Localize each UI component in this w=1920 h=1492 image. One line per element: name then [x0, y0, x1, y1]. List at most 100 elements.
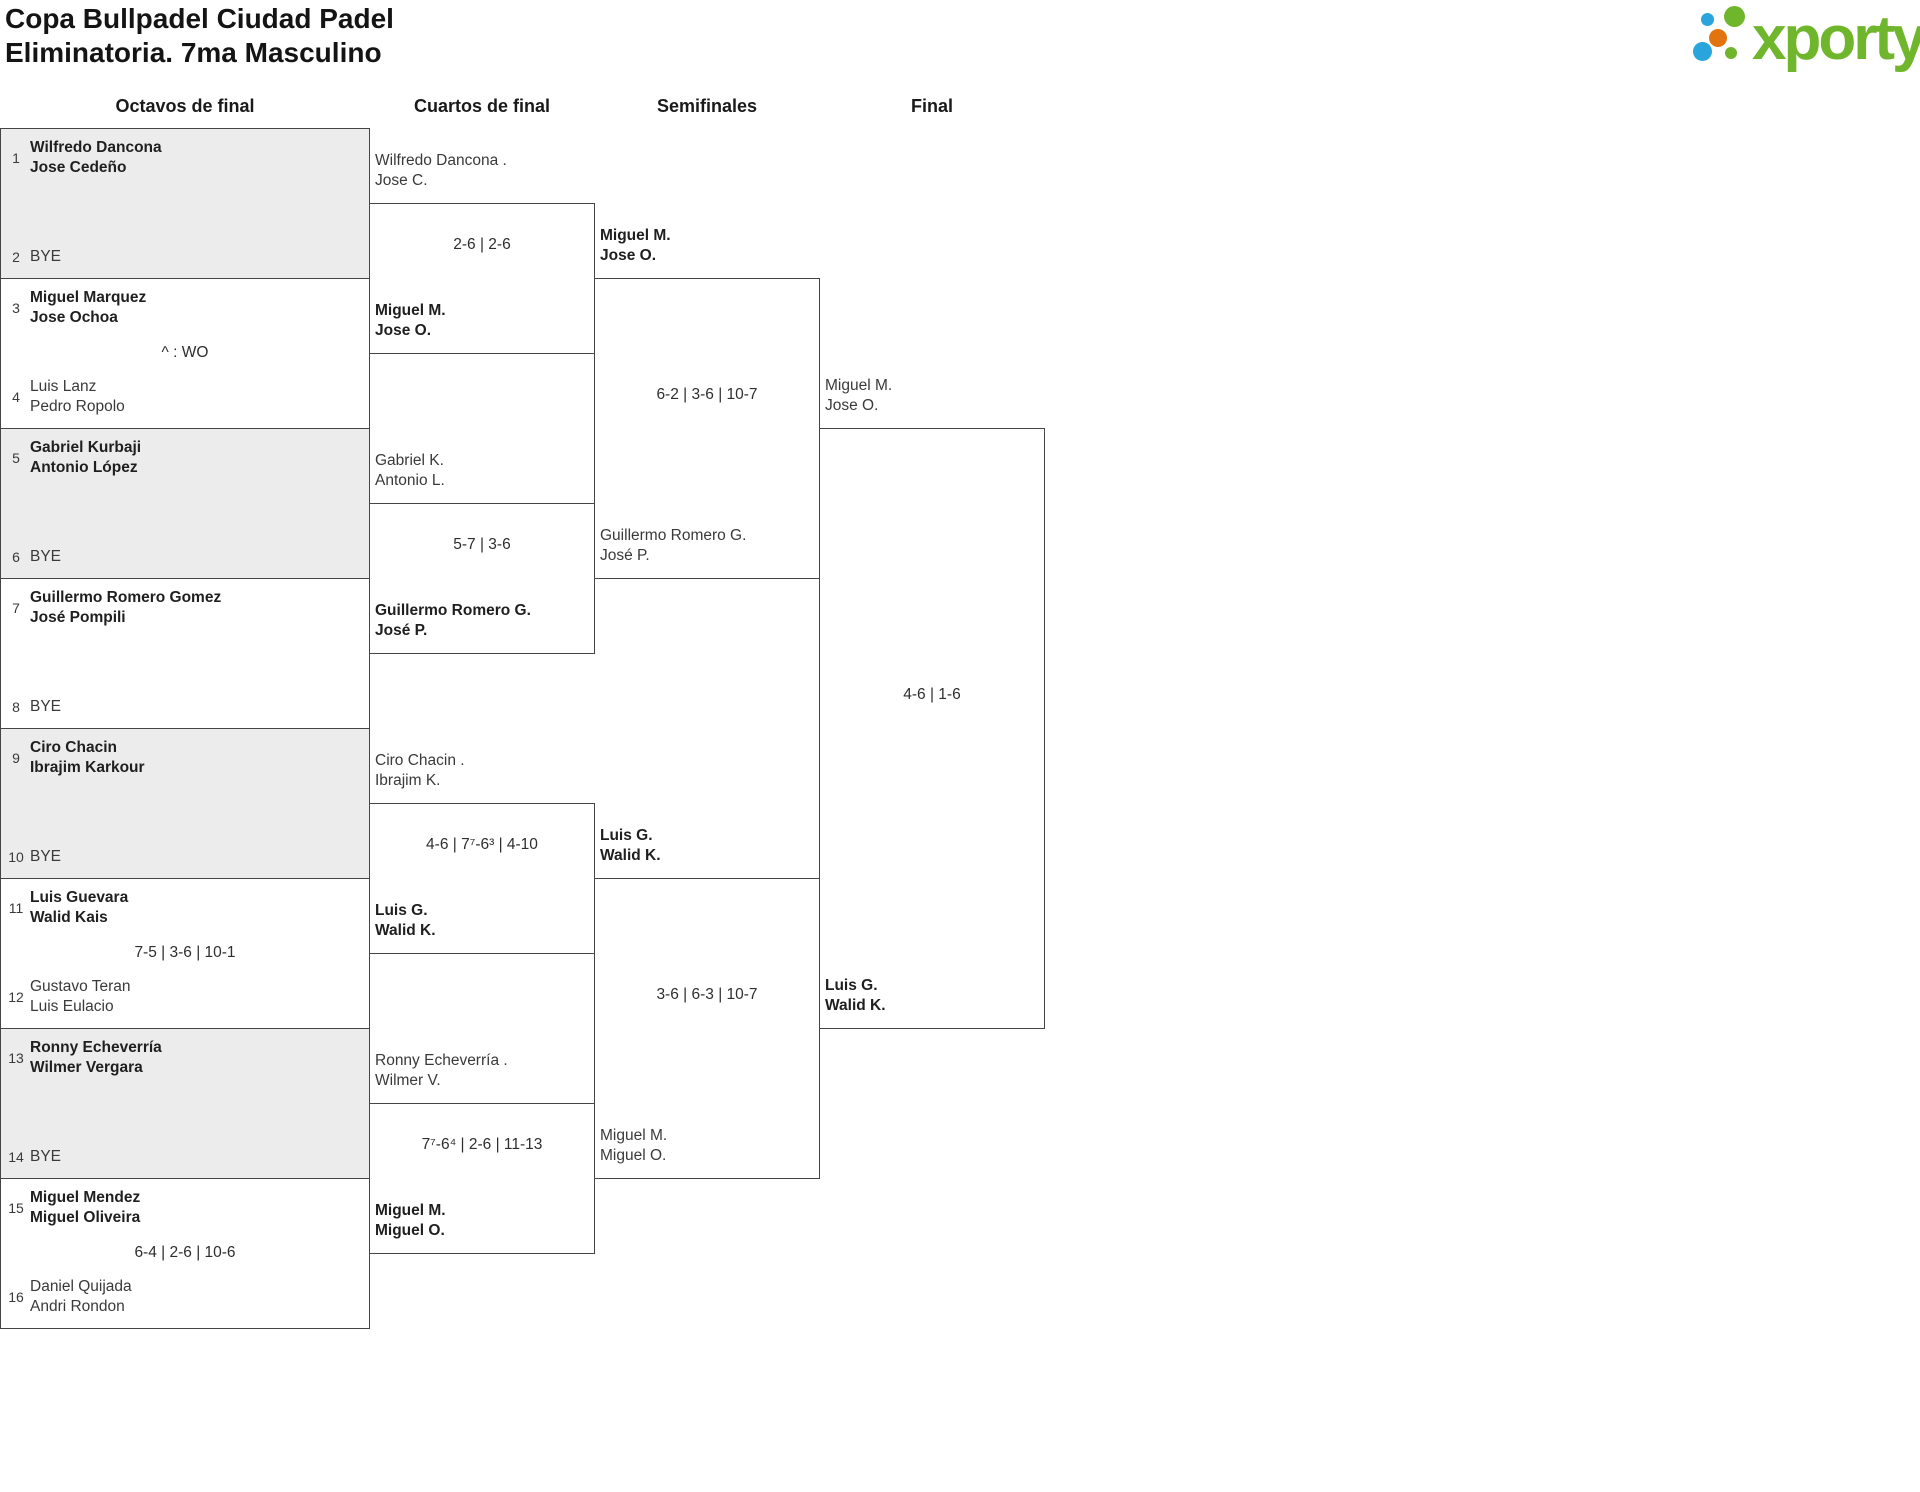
- semifinal-1-score: 6-2 | 3-6 | 10-7: [656, 386, 758, 403]
- semifinal-1-team-top: Miguel M.Jose O.: [600, 227, 671, 264]
- semifinal-2-box: [594, 878, 820, 1179]
- logo-dot-orange: [1709, 29, 1727, 47]
- page-title: Copa Bullpadel Ciudad Padel Eliminatoria…: [5, 2, 394, 70]
- seed-number: 2: [12, 249, 20, 265]
- slot-2: 2 BYE: [4, 247, 365, 267]
- slot-14: 14 BYE: [4, 1147, 365, 1167]
- team-name: BYE: [30, 848, 62, 865]
- cuartos-2-score: 5-7 | 3-6: [453, 536, 511, 553]
- seed-number: 11: [8, 900, 24, 916]
- cuartos-match-4-box: [369, 1103, 595, 1254]
- seed-number: 9: [12, 750, 20, 766]
- round-header-cuartos: Cuartos de final: [413, 96, 551, 116]
- final-team-bottom: Luis G.Walid K.: [825, 977, 886, 1014]
- team-name: BYE: [30, 698, 62, 715]
- seed-number: 15: [8, 1200, 24, 1216]
- seed-number: 5: [12, 450, 20, 466]
- cuartos-3-team-bottom: Luis G.Walid K.: [375, 902, 436, 939]
- team-name: BYE: [30, 548, 62, 565]
- final-box: [819, 428, 1045, 1029]
- category-name: Eliminatoria. 7ma Masculino: [5, 37, 382, 68]
- match-score: 6-4 | 2-6 | 10-6: [134, 1244, 236, 1261]
- semifinal-2-team-bottom: Miguel M.Miguel O.: [600, 1127, 668, 1164]
- cuartos-1-score: 2-6 | 2-6: [453, 236, 511, 253]
- logo-dot-green-large: [1724, 6, 1745, 27]
- semifinal-1-box: [594, 278, 820, 579]
- seed-number: 1: [12, 150, 20, 166]
- seed-number: 12: [8, 989, 24, 1005]
- seed-number: 7: [12, 600, 20, 616]
- match-score: ^ : WO: [161, 344, 209, 361]
- cuartos-3-score: 4-6 | 7⁷-6³ | 4-10: [426, 836, 538, 853]
- seed-number: 10: [8, 849, 24, 865]
- tournament-name: Copa Bullpadel Ciudad Padel: [5, 3, 394, 34]
- round-header-final: Final: [910, 96, 953, 116]
- cuartos-match-1-box: [369, 203, 595, 354]
- cuartos-2-team-top: Gabriel K.Antonio L.: [375, 452, 445, 489]
- cuartos-4-team-top: Ronny Echeverría .Wilmer V.: [375, 1052, 508, 1089]
- round-header-semifinales: Semifinales: [656, 96, 758, 116]
- semifinal-2-score: 3-6 | 6-3 | 10-7: [656, 986, 758, 1003]
- final-score: 4-6 | 1-6: [903, 686, 961, 703]
- seed-number: 8: [12, 699, 20, 715]
- slot-8: 8 BYE: [4, 697, 365, 717]
- semifinal-1-team-bottom: Guillermo Romero G.José P.: [600, 527, 747, 564]
- slot-6: 6 BYE: [4, 547, 365, 567]
- match-score: 7-5 | 3-6 | 10-1: [134, 944, 236, 961]
- round-header-octavos: Octavos de final: [115, 96, 255, 116]
- cuartos-match-3-box: [369, 803, 595, 954]
- seed-number: 3: [12, 300, 20, 316]
- seed-number: 6: [12, 549, 20, 565]
- seed-number: 16: [8, 1289, 24, 1305]
- cuartos-3-team-top: Ciro Chacin .Ibrajim K.: [375, 752, 465, 789]
- cuartos-1-team-top: Wilfredo Dancona .Jose C.: [375, 152, 507, 189]
- cuartos-4-team-bottom: Miguel M.Miguel O.: [375, 1202, 446, 1239]
- seed-number: 4: [12, 389, 20, 405]
- slot-10: 10 BYE: [4, 847, 365, 867]
- team-name: BYE: [30, 1148, 62, 1165]
- cuartos-1-team-bottom: Miguel M.Jose O.: [375, 302, 446, 339]
- cuartos-2-team-bottom: Guillermo Romero G.José P.: [375, 602, 531, 639]
- cuartos-4-score: 7⁷-6⁴ | 2-6 | 11-13: [421, 1136, 543, 1153]
- cuartos-match-2-box: [369, 503, 595, 654]
- final-team-top: Miguel M.Jose O.: [825, 377, 893, 414]
- seed-number: 13: [8, 1050, 24, 1066]
- seed-number: 14: [8, 1149, 24, 1165]
- logo-dot-blue-large: [1693, 42, 1712, 61]
- team-name: BYE: [30, 248, 62, 265]
- logo-dot-green-small: [1725, 47, 1737, 59]
- semifinal-2-team-top: Luis G.Walid K.: [600, 827, 661, 864]
- logo-wordmark: xporty: [1752, 4, 1920, 73]
